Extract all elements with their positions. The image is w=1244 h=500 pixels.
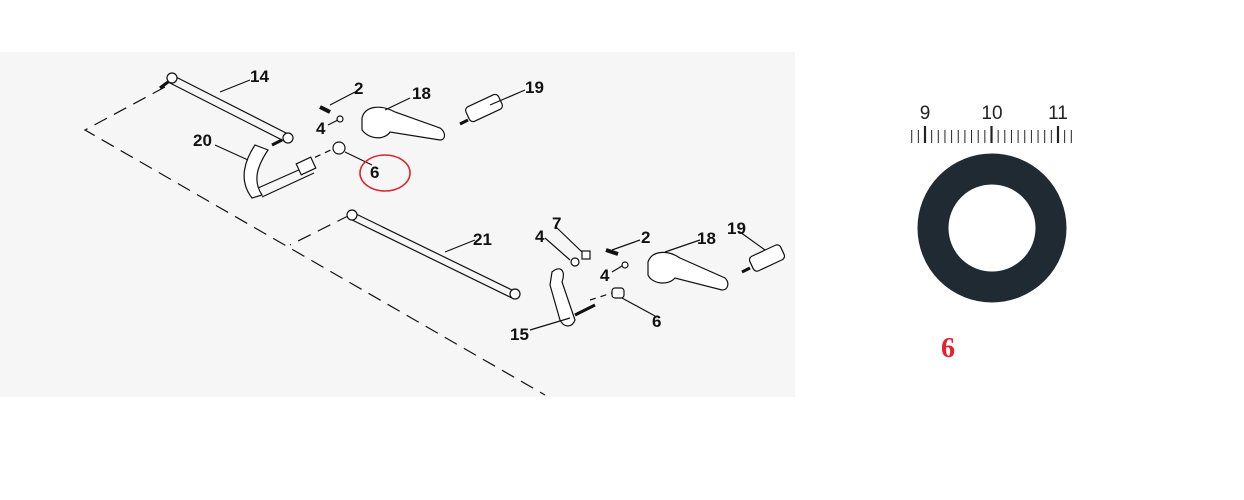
bushing-6 [332, 141, 346, 155]
callout-19: 19 [525, 78, 544, 97]
callout-2-lower: 2 [641, 228, 650, 247]
scale-label-11: 11 [1048, 103, 1068, 124]
callout-4: 4 [316, 119, 326, 138]
callout-20: 20 [193, 131, 212, 150]
callout-18: 18 [412, 84, 431, 103]
callout-14: 14 [250, 67, 269, 86]
callout-6-lower: 6 [652, 312, 661, 331]
washer-image [917, 153, 1067, 303]
callout-19-lower: 19 [727, 219, 746, 238]
callout-15: 15 [510, 325, 529, 344]
lever-15 [549, 268, 576, 327]
shift-rod-21 [346, 209, 521, 300]
shift-lever-20 [243, 144, 317, 199]
highlight-circle [359, 154, 411, 192]
parts-diagram: 14 2 18 19 4 20 6 21 7 4 2 18 19 4 15 6 [0, 52, 795, 397]
guide-line [83, 86, 546, 396]
scale-label-9: 9 [920, 103, 931, 124]
scale-label-10: 10 [981, 103, 1002, 124]
callout-18-lower: 18 [697, 229, 716, 248]
callout-4-lower-2: 4 [600, 266, 610, 285]
part-number-label: 6 [941, 333, 955, 364]
exploded-view: 14 2 18 19 4 20 6 21 7 4 2 18 19 4 15 6 [83, 67, 786, 396]
shift-lever-18 [361, 106, 446, 141]
foot-peg-19 [459, 93, 503, 126]
callout-4-lower: 4 [535, 227, 545, 246]
callout-2: 2 [354, 79, 363, 98]
callout-7: 7 [552, 214, 561, 233]
callout-6: 6 [370, 163, 379, 182]
ruler-scale: 9 10 11 [911, 103, 1072, 143]
part-photo: 9 10 11 6 [880, 90, 1100, 370]
shift-rod-14 [159, 72, 294, 147]
callout-21: 21 [473, 230, 492, 249]
